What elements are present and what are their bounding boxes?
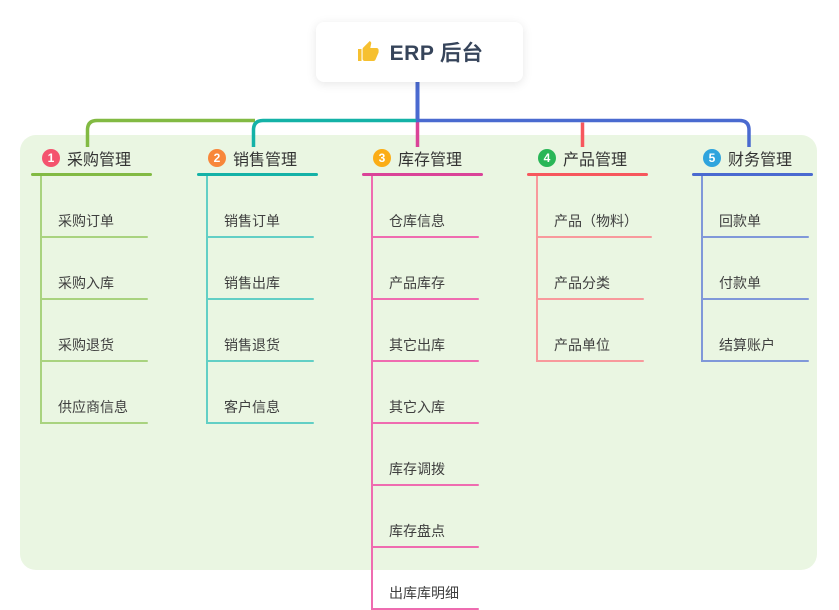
child-underline xyxy=(536,298,644,300)
branch-children: 采购订单 采购入库 采购退货 供应商信息 xyxy=(40,176,148,424)
branch-number-badge: 5 xyxy=(703,149,721,167)
child-underline xyxy=(701,236,809,238)
child-underline xyxy=(206,360,314,362)
child-node-label: 付款单 xyxy=(719,275,761,291)
branch-node: 3 库存管理 仓库信息 产品库存 其它出库 其它入库 库存调拨 库存盘点 出库库… xyxy=(362,146,512,610)
branch-children: 回款单 付款单 结算账户 xyxy=(701,176,809,362)
branch-node: 5 财务管理 回款单 付款单 结算账户 xyxy=(692,146,839,362)
child-underline xyxy=(40,360,148,362)
branch-children: 销售订单 销售出库 销售退货 客户信息 xyxy=(206,176,314,424)
child-node-label: 结算账户 xyxy=(719,337,775,353)
child-node[interactable]: 其它入库 xyxy=(371,362,479,424)
child-node[interactable]: 供应商信息 xyxy=(40,362,148,424)
child-node-label: 采购入库 xyxy=(58,275,114,291)
child-node-label: 其它出库 xyxy=(389,337,445,353)
child-underline xyxy=(701,298,809,300)
child-node-label: 产品分类 xyxy=(554,275,610,291)
branch-title[interactable]: 4 产品管理 xyxy=(527,146,677,170)
branch-title-label: 采购管理 xyxy=(67,152,132,169)
root-node[interactable]: ERP 后台 xyxy=(316,22,523,82)
child-underline xyxy=(40,236,148,238)
child-node-label: 采购退货 xyxy=(58,337,114,353)
branch-title-label: 财务管理 xyxy=(728,152,793,169)
branch-node: 4 产品管理 产品（物料） 产品分类 产品单位 xyxy=(527,146,677,362)
branch-children: 仓库信息 产品库存 其它出库 其它入库 库存调拨 库存盘点 出库库明细 xyxy=(371,176,479,610)
branch-title[interactable]: 3 库存管理 xyxy=(362,146,512,170)
child-node-label: 回款单 xyxy=(719,213,761,229)
child-underline xyxy=(206,422,314,424)
child-node[interactable]: 产品（物料） xyxy=(536,176,652,238)
branch-title[interactable]: 1 采购管理 xyxy=(31,146,181,170)
branch-title[interactable]: 2 销售管理 xyxy=(197,146,347,170)
child-node[interactable]: 付款单 xyxy=(701,238,809,300)
child-underline xyxy=(206,236,314,238)
child-node[interactable]: 销售退货 xyxy=(206,300,314,362)
child-node-label: 产品单位 xyxy=(554,337,610,353)
child-node[interactable]: 回款单 xyxy=(701,176,809,238)
branch-title[interactable]: 5 财务管理 xyxy=(692,146,839,170)
child-node-label: 仓库信息 xyxy=(389,213,445,229)
child-node[interactable]: 其它出库 xyxy=(371,300,479,362)
branch-node: 2 销售管理 销售订单 销售出库 销售退货 客户信息 xyxy=(197,146,347,424)
child-underline xyxy=(40,298,148,300)
branch-number-badge: 3 xyxy=(373,149,391,167)
branch-underline xyxy=(31,173,152,176)
child-underline xyxy=(701,360,809,362)
child-node-label: 销售出库 xyxy=(224,275,280,291)
child-node-label: 销售订单 xyxy=(224,213,280,229)
child-node[interactable]: 产品单位 xyxy=(536,300,644,362)
child-node[interactable]: 库存盘点 xyxy=(371,486,479,548)
child-node[interactable]: 产品库存 xyxy=(371,238,479,300)
child-node-label: 库存盘点 xyxy=(389,523,445,539)
child-node-label: 库存调拨 xyxy=(389,461,445,477)
child-node[interactable]: 产品分类 xyxy=(536,238,644,300)
mindmap-canvas: ERP 后台 1 采购管理 采购订单 采购入库 采购退货 供应商信息 2 销售管… xyxy=(20,22,839,610)
child-node[interactable]: 销售出库 xyxy=(206,238,314,300)
child-underline xyxy=(206,298,314,300)
child-node[interactable]: 销售订单 xyxy=(206,176,314,238)
branch-number-badge: 1 xyxy=(42,149,60,167)
child-node[interactable]: 结算账户 xyxy=(701,300,809,362)
child-underline xyxy=(371,360,479,362)
branch-children: 产品（物料） 产品分类 产品单位 xyxy=(536,176,652,362)
branch-title-label: 销售管理 xyxy=(233,152,298,169)
thumbs-up-icon xyxy=(357,41,379,61)
branch-underline xyxy=(362,173,483,176)
child-node[interactable]: 仓库信息 xyxy=(371,176,479,238)
child-node[interactable]: 采购退货 xyxy=(40,300,148,362)
branches-panel xyxy=(20,135,817,570)
child-node-label: 采购订单 xyxy=(58,213,114,229)
root-node-title: ERP 后台 xyxy=(389,42,484,65)
child-underline xyxy=(536,236,652,238)
child-node-label: 客户信息 xyxy=(224,399,280,415)
child-node-label: 产品（物料） xyxy=(554,213,638,229)
child-underline xyxy=(371,422,479,424)
child-underline xyxy=(536,360,644,362)
branch-title-label: 产品管理 xyxy=(563,152,628,169)
child-underline xyxy=(371,546,479,548)
branch-underline xyxy=(527,173,648,176)
branch-number-badge: 4 xyxy=(538,149,556,167)
branch-underline xyxy=(692,173,813,176)
child-underline xyxy=(371,236,479,238)
branch-number-badge: 2 xyxy=(208,149,226,167)
child-underline xyxy=(371,484,479,486)
child-node-label: 出库库明细 xyxy=(389,585,459,601)
branch-node: 1 采购管理 采购订单 采购入库 采购退货 供应商信息 xyxy=(31,146,181,424)
child-node[interactable]: 客户信息 xyxy=(206,362,314,424)
child-node[interactable]: 出库库明细 xyxy=(371,548,479,610)
child-node-label: 其它入库 xyxy=(389,399,445,415)
child-underline xyxy=(371,298,479,300)
child-node-label: 供应商信息 xyxy=(58,399,128,415)
branch-title-label: 库存管理 xyxy=(398,152,463,169)
child-node[interactable]: 库存调拨 xyxy=(371,424,479,486)
child-underline xyxy=(40,422,148,424)
child-node[interactable]: 采购订单 xyxy=(40,176,148,238)
child-node-label: 产品库存 xyxy=(389,275,445,291)
child-node[interactable]: 采购入库 xyxy=(40,238,148,300)
branch-underline xyxy=(197,173,318,176)
child-node-label: 销售退货 xyxy=(224,337,280,353)
